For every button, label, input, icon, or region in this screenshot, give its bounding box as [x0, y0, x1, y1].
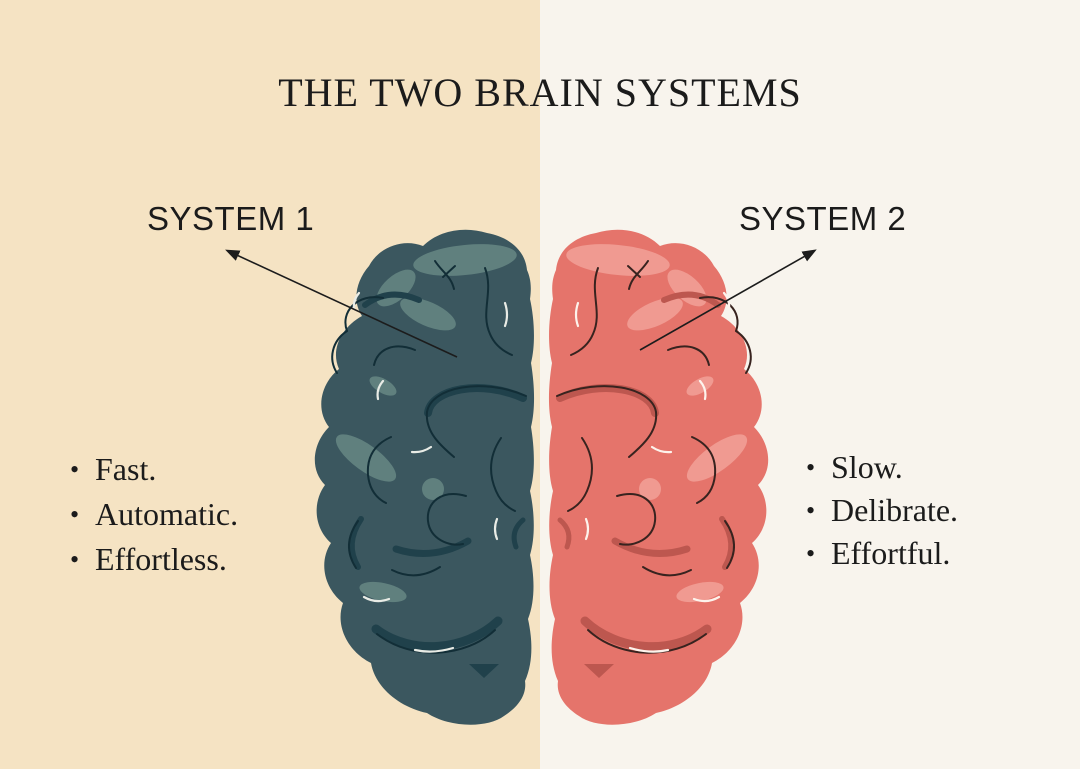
page-title: THE TWO BRAIN SYSTEMS [278, 70, 802, 115]
system-2-arrow [639, 249, 817, 351]
list-item: Slow. [806, 446, 958, 489]
system-2-label: SYSTEM 2 [739, 200, 907, 237]
system-2-bullet-list: Slow. Delibrate. Effortful. [806, 446, 958, 575]
list-item: Effortful. [806, 532, 958, 575]
list-item: Fast. [70, 447, 238, 492]
system-1-bullet-list: Fast. Automatic. Effortless. [70, 447, 238, 582]
brain-left-hemisphere [314, 229, 535, 725]
list-item: Effortless. [70, 537, 238, 582]
system-1-arrow [225, 249, 458, 358]
brain-right-hemisphere [548, 229, 769, 725]
system-1-label: SYSTEM 1 [147, 200, 315, 237]
list-item: Delibrate. [806, 489, 958, 532]
list-item: Automatic. [70, 492, 238, 537]
